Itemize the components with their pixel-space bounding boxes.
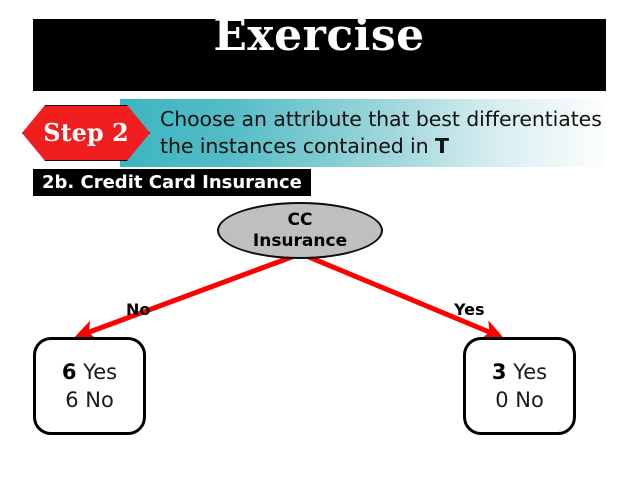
tree-leaf-left-yes-count: 6 (61, 360, 77, 384)
tree-leaf-right-yes-count: 3 (491, 360, 507, 384)
tree-leaf-left-label: 6 Yes 6 No (33, 337, 146, 435)
edge-yes (303, 252, 504, 340)
edge-label-no: No (126, 300, 151, 319)
step-banner-gradient (120, 99, 606, 167)
step-instruction-line-2: the instances contained in T (160, 133, 612, 160)
tree-leaf-right[interactable] (463, 337, 576, 435)
tree-node-root-label: CC Insurance (217, 202, 383, 259)
tree-leaf-left-no-count: 6 (65, 388, 79, 412)
tree-leaf-right-no-count: 0 (495, 388, 509, 412)
edge-no (74, 252, 298, 341)
tree-node-root-label-line-2: Insurance (252, 230, 348, 251)
step-instruction-text: Choose an attribute that best differenti… (160, 106, 612, 160)
title-bar (33, 19, 606, 91)
edge-label-yes: Yes (454, 300, 485, 319)
tree-leaf-right-yes-label: Yes (513, 360, 548, 384)
tree-leaf-left-yes-label: Yes (83, 360, 118, 384)
tree-leaf-left-no-row: 6 No (65, 386, 114, 414)
tree-leaf-right-yes-row: 3 Yes (492, 358, 547, 386)
page-title: Exercise (213, 10, 425, 61)
step-badge-label: Step 2 (43, 118, 129, 147)
tree-leaf-right-no-row: 0 No (495, 386, 544, 414)
tree-node-root[interactable] (217, 202, 383, 259)
tree-leaf-left-yes-row: 6 Yes (62, 358, 117, 386)
step-instruction-emphasis-T: T (434, 134, 449, 158)
tree-node-root-label-line-1: CC (287, 209, 313, 230)
section-tag: 2b. Credit Card Insurance (33, 169, 311, 196)
tree-leaf-left[interactable] (33, 337, 146, 435)
tree-leaf-right-no-label: No (515, 388, 544, 412)
tree-leaf-left-no-label: No (85, 388, 114, 412)
tree-leaf-right-label: 3 Yes 0 No (463, 337, 576, 435)
step-badge-shape (22, 105, 150, 161)
step-instruction-line-1: Choose an attribute that best differenti… (160, 107, 602, 131)
step-instruction-line-2-prefix: the instances contained in (160, 134, 435, 158)
